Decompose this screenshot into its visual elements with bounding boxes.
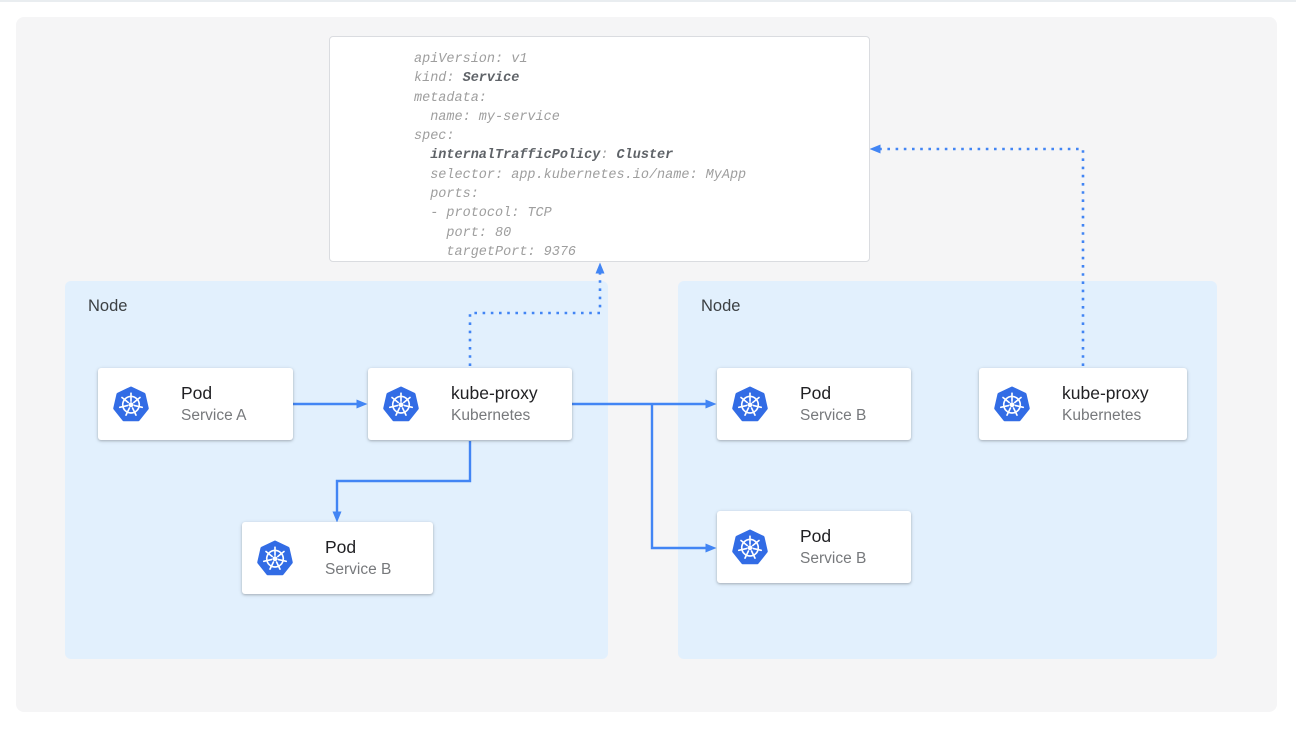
pod-card-service-b-right-top: Pod Service B (717, 368, 911, 440)
node-box-right: Node (678, 281, 1217, 659)
node-label-left: Node (88, 297, 128, 315)
card-subtitle: Service B (800, 550, 867, 567)
node-box-left: Node (65, 281, 608, 659)
kubernetes-icon (383, 386, 419, 422)
card-title: kube-proxy (451, 383, 538, 403)
kube-proxy-card-right: kube-proxy Kubernetes (979, 368, 1187, 440)
card-title: kube-proxy (1062, 383, 1149, 403)
card-subtitle: Kubernetes (1062, 407, 1142, 424)
pod-card-service-b-right-bottom: Pod Service B (717, 511, 911, 583)
card-subtitle: Service B (325, 561, 392, 578)
card-subtitle: Service B (800, 407, 867, 424)
kubernetes-icon (257, 540, 293, 576)
card-title: Pod (800, 526, 832, 546)
kubernetes-icon (113, 386, 149, 422)
pod-card-service-b-left: Pod Service B (242, 522, 433, 594)
kubernetes-icon (994, 386, 1030, 422)
kube-proxy-card-left: kube-proxy Kubernetes (368, 368, 572, 440)
pod-card-service-a: Pod Service A (98, 368, 293, 440)
kubernetes-icon (732, 386, 768, 422)
card-title: Pod (800, 383, 832, 403)
kubernetes-icon (732, 529, 768, 565)
page-top-divider (0, 0, 1296, 2)
card-subtitle: Service A (181, 407, 247, 424)
card-title: Pod (325, 537, 357, 557)
node-label-right: Node (701, 297, 741, 315)
card-title: Pod (181, 383, 213, 403)
card-subtitle: Kubernetes (451, 407, 531, 424)
